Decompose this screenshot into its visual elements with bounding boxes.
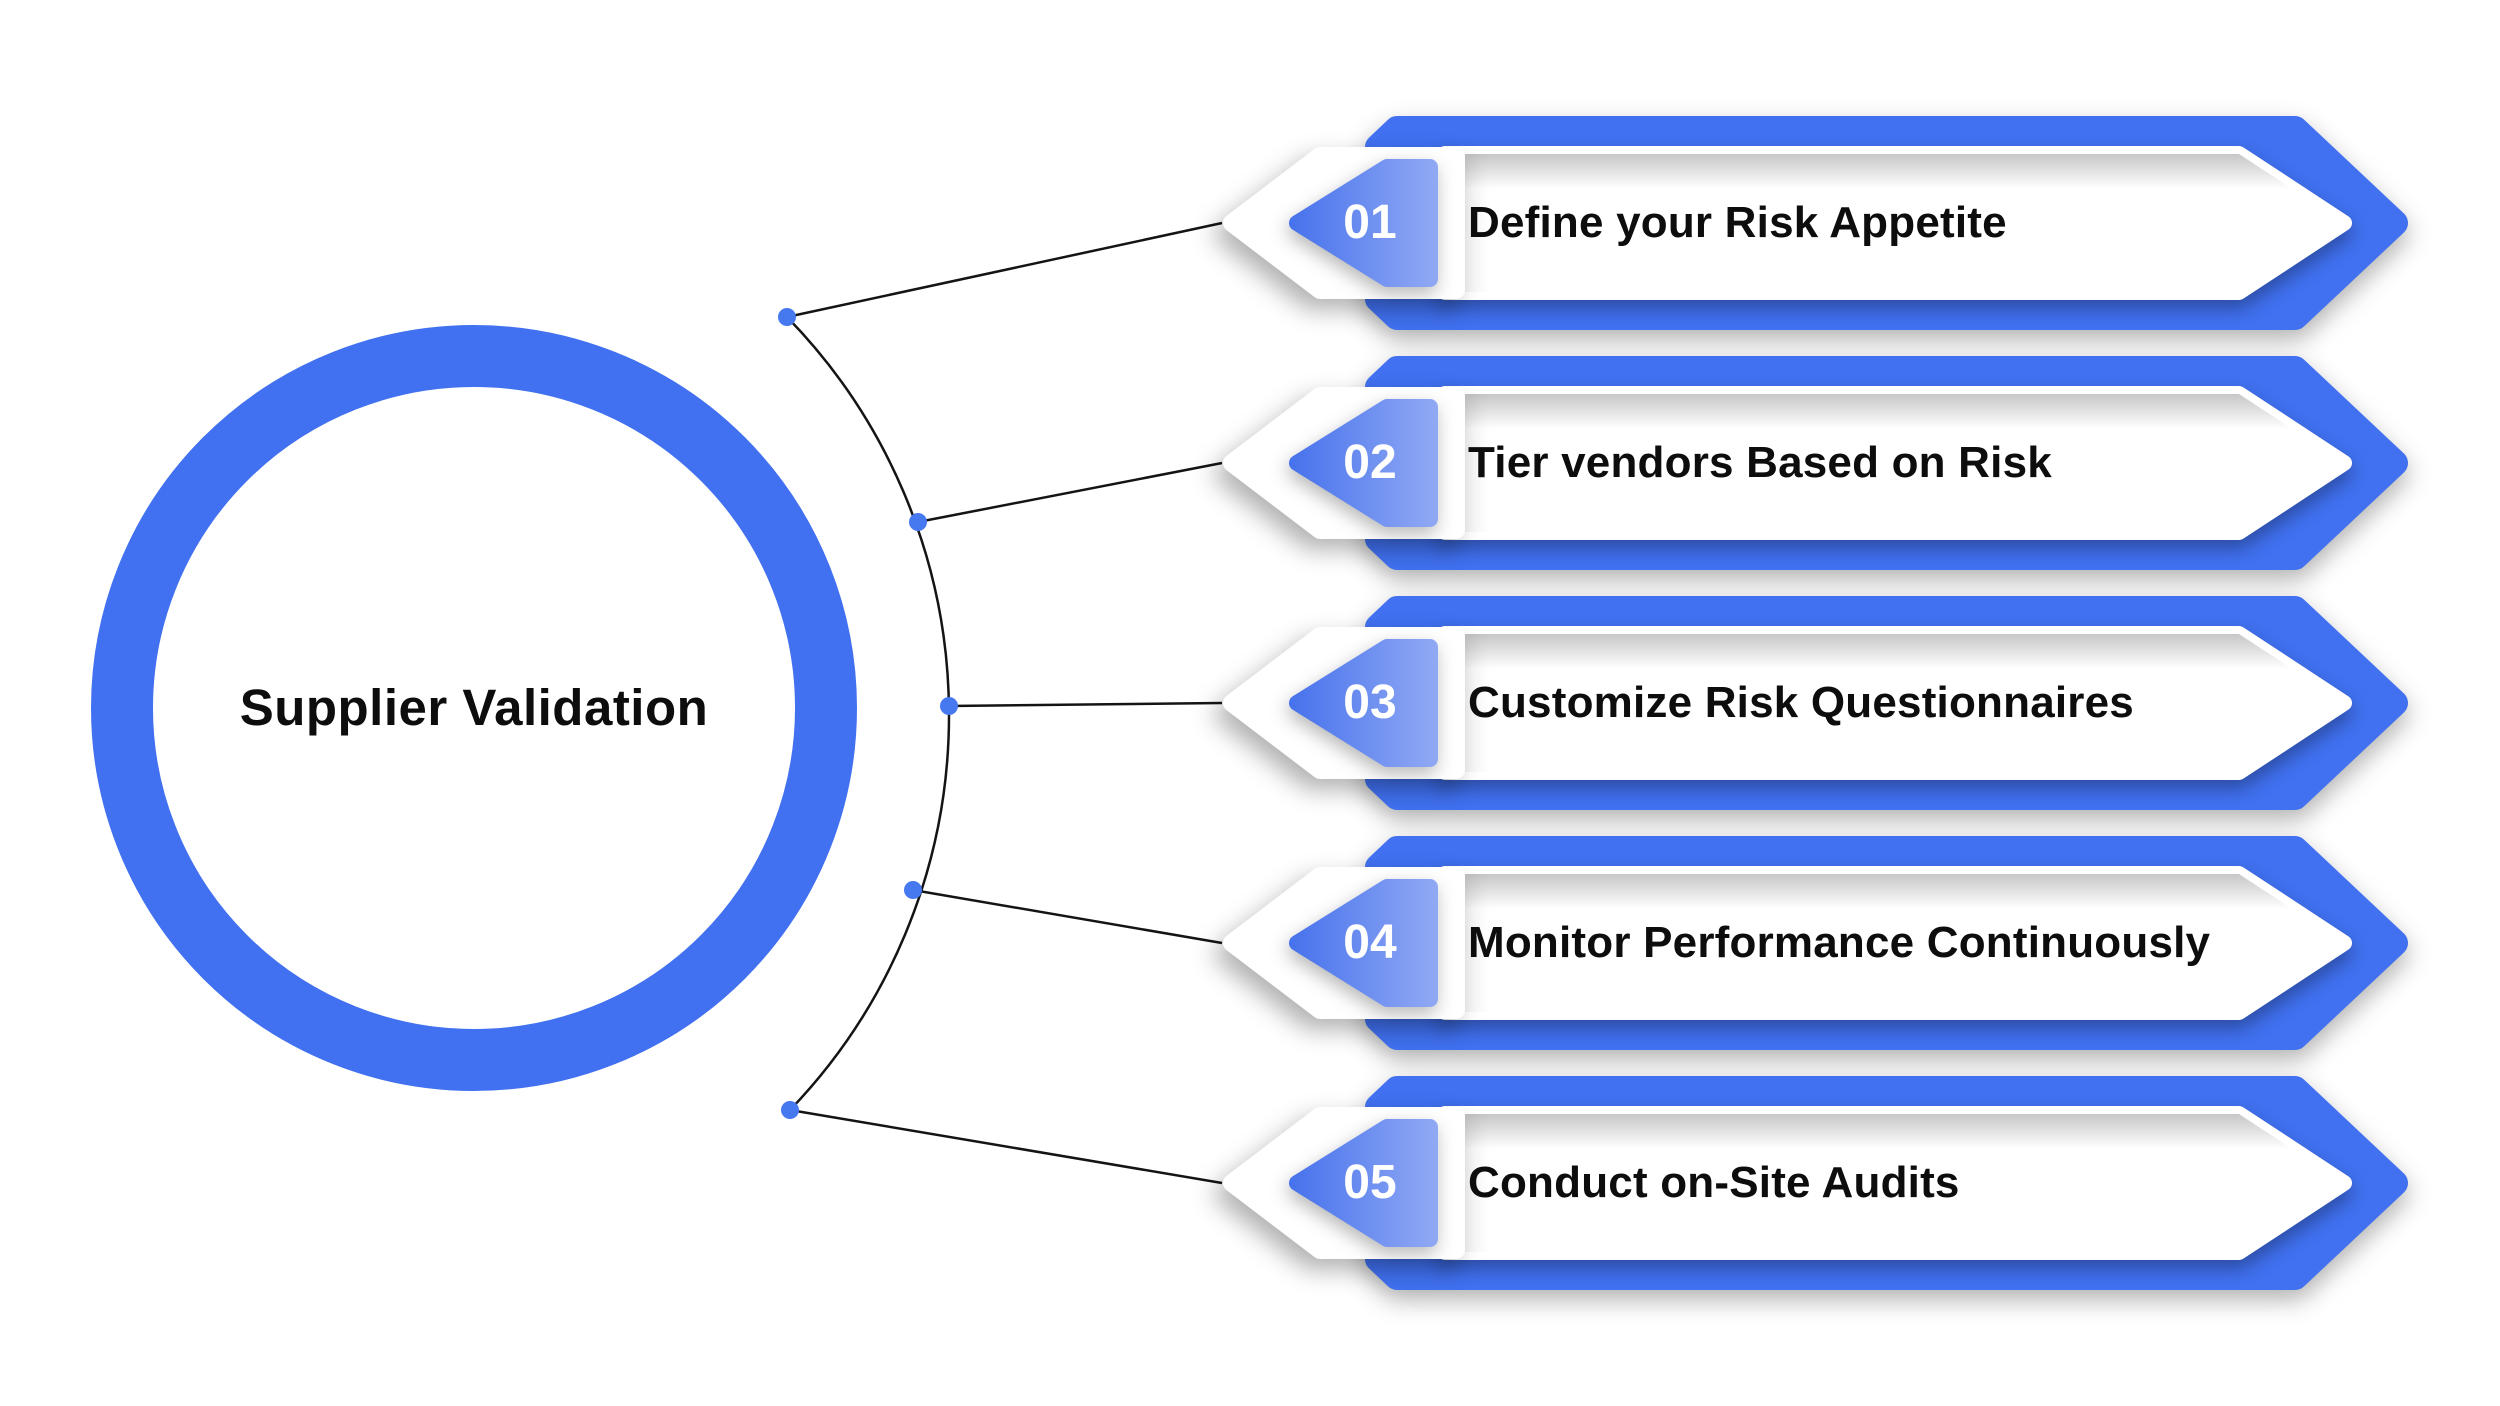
connector-dot-2 — [909, 513, 927, 531]
step-number-4: 04 — [1343, 916, 1397, 969]
banner-step-3 — [1232, 609, 2395, 797]
banner-inner-top-shade — [1445, 394, 2344, 429]
connector-dot-1 — [778, 308, 796, 326]
center-circle-label: Supplier Validation — [239, 679, 709, 736]
banner-inner-top-shade — [1445, 1114, 2344, 1149]
connector-line-5 — [789, 1108, 1223, 1185]
banner-step-1 — [1232, 129, 2395, 317]
banner-inner-top-shade — [1445, 874, 2344, 909]
banner-step-4 — [1232, 849, 2395, 1037]
connector-line-2 — [917, 461, 1223, 524]
step-title-2: Tier vendors Based on Risk — [1468, 438, 2052, 487]
banner-step-2 — [1232, 369, 2395, 557]
center-circle-ring — [91, 325, 857, 1091]
step-title-3: Customize Risk Questionnaires — [1468, 678, 2134, 727]
connector-dot-3 — [940, 697, 958, 715]
banner-step-5 — [1232, 1089, 2395, 1277]
connector-line-3 — [948, 701, 1223, 708]
banner-inner-top-shade — [1445, 154, 2344, 189]
connector-line-4 — [912, 888, 1223, 945]
step-title-4: Monitor Performance Continuously — [1468, 918, 2211, 967]
connector-dot-4 — [904, 881, 922, 899]
connector-line-1 — [786, 221, 1223, 319]
step-title-5: Conduct on-Site Audits — [1468, 1158, 1960, 1207]
step-number-5: 05 — [1343, 1156, 1397, 1209]
step-number-3: 03 — [1343, 676, 1397, 729]
step-number-1: 01 — [1343, 196, 1397, 249]
banner-inner-top-shade — [1445, 634, 2344, 669]
step-number-2: 02 — [1343, 436, 1397, 489]
connector-dot-5 — [781, 1101, 799, 1119]
step-title-1: Define your Risk Appetite — [1468, 198, 2007, 247]
